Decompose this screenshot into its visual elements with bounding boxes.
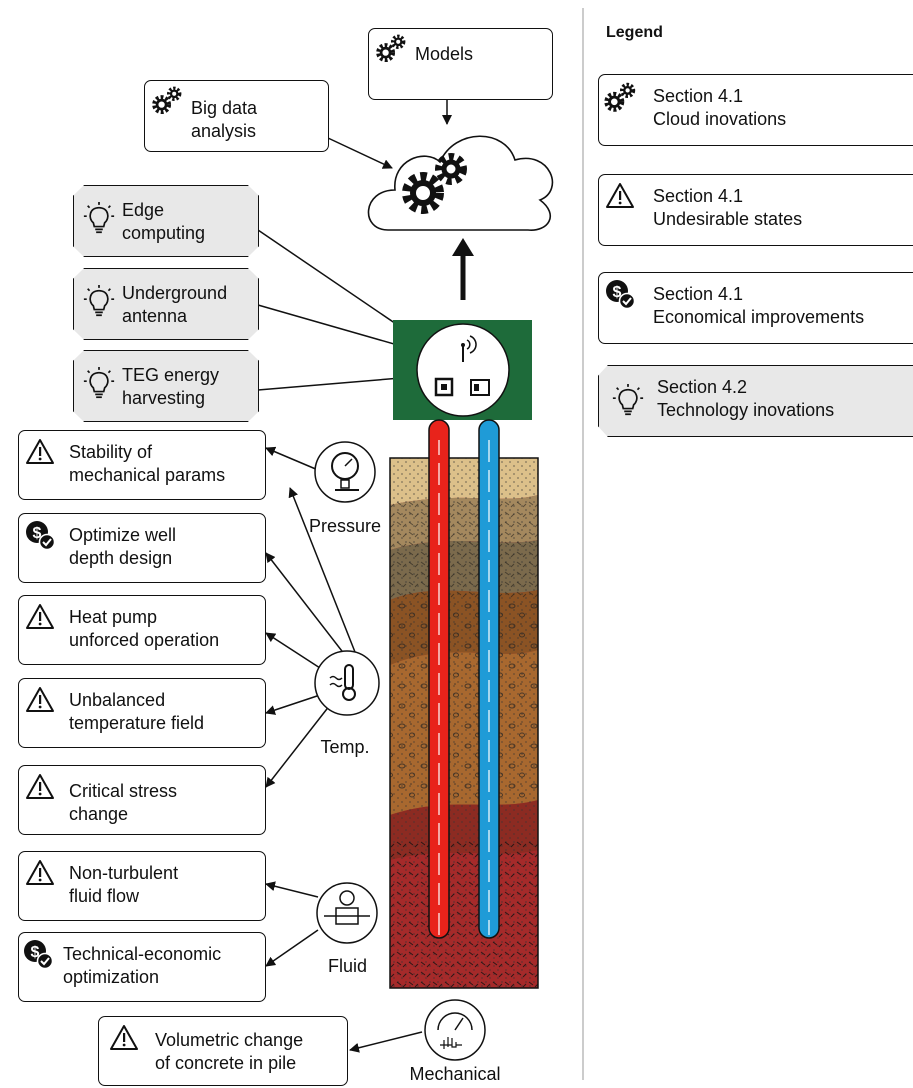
state-label-6: Non-turbulent fluid flow <box>69 863 179 906</box>
state-label-2: Optimize well depth design <box>69 525 177 568</box>
tech-label-antenna: Underground antenna <box>122 283 228 326</box>
economy-icon <box>25 520 55 550</box>
tech-box-edge: Edge computing <box>73 185 259 257</box>
temp-label: Temp. <box>320 737 370 757</box>
models-box: Models <box>368 28 553 100</box>
state-label-1: Stability of mechanical params <box>69 442 226 485</box>
hub-device-circle <box>416 323 510 417</box>
cold-pipe <box>478 419 500 939</box>
tech-box-teg: TEG energy harvesting <box>73 350 259 422</box>
cloud-shape <box>367 135 554 231</box>
models-label: Models <box>415 44 474 64</box>
state-box-6: Non-turbulent fluid flow <box>18 851 266 921</box>
warning-icon <box>26 774 54 799</box>
mechanical-label: Mechanical <box>409 1064 501 1084</box>
legend-item-technology: Section 4.2 Technology inovations <box>598 365 913 437</box>
legend-title: Legend <box>606 24 663 41</box>
state-box-4: Unbalanced temperature field <box>18 678 266 748</box>
state-label-3: Heat pump unforced operation <box>69 607 220 650</box>
gear-icon <box>149 83 185 119</box>
tech-box-antenna: Underground antenna <box>73 268 259 340</box>
lightbulb-icon <box>83 285 115 317</box>
chip-icon <box>434 377 454 397</box>
lightbulb-icon <box>83 202 115 234</box>
state-box-3: Heat pump unforced operation <box>18 595 266 665</box>
state-label-volumetric: Volumetric change of concrete in pile <box>155 1030 304 1073</box>
tech-label-edge: Edge computing <box>122 200 206 243</box>
state-box-7: Technical-economic optimization <box>18 932 266 1002</box>
state-label-4: Unbalanced temperature field <box>69 690 205 733</box>
legend-item-cloud: Section 4.1 Cloud inovations <box>598 74 913 146</box>
mechanical-sensor-icon <box>424 999 486 1061</box>
warning-icon <box>606 183 634 208</box>
economy-icon <box>23 939 53 969</box>
economy-icon <box>605 279 635 309</box>
fluid-label: Fluid <box>327 956 367 976</box>
state-box-1: Stability of mechanical params <box>18 430 266 500</box>
state-box-volumetric: Volumetric change of concrete in pile <box>98 1016 348 1086</box>
state-box-2: Optimize well depth design <box>18 513 266 583</box>
warning-icon <box>26 604 54 629</box>
legend-label-undesirable: Section 4.1 Undesirable states <box>653 186 803 229</box>
legend-label-cloud: Section 4.1 Cloud inovations <box>653 86 787 129</box>
pressure-label: Pressure <box>308 516 382 536</box>
pressure-gauge-icon <box>314 441 376 503</box>
warning-icon <box>110 1025 138 1050</box>
legend-label-technology: Section 4.2 Technology inovations <box>657 377 835 420</box>
warning-icon <box>26 439 54 464</box>
big-data-label: Big data analysis <box>191 98 258 141</box>
legend-item-undesirable: Section 4.1 Undesirable states <box>598 174 913 246</box>
legend-label-economical: Section 4.1 Economical improvements <box>653 284 865 327</box>
soil-column <box>389 457 539 989</box>
legend-item-economical: Section 4.1 Economical improvements <box>598 272 913 344</box>
state-label-7: Technical-economic optimization <box>63 944 222 987</box>
thermometer-icon <box>314 650 380 716</box>
lightbulb-icon <box>612 384 644 416</box>
lightbulb-icon <box>83 367 115 399</box>
tech-label-teg: TEG energy harvesting <box>122 365 220 408</box>
big-data-box: Big data analysis <box>144 80 329 152</box>
state-label-5: Critical stress change <box>69 781 178 824</box>
gear-icon <box>373 31 409 67</box>
gear-icon <box>601 79 639 117</box>
state-box-5: Critical stress change <box>18 765 266 835</box>
flow-meter-icon <box>316 882 378 944</box>
warning-icon <box>26 860 54 885</box>
warning-icon <box>26 687 54 712</box>
